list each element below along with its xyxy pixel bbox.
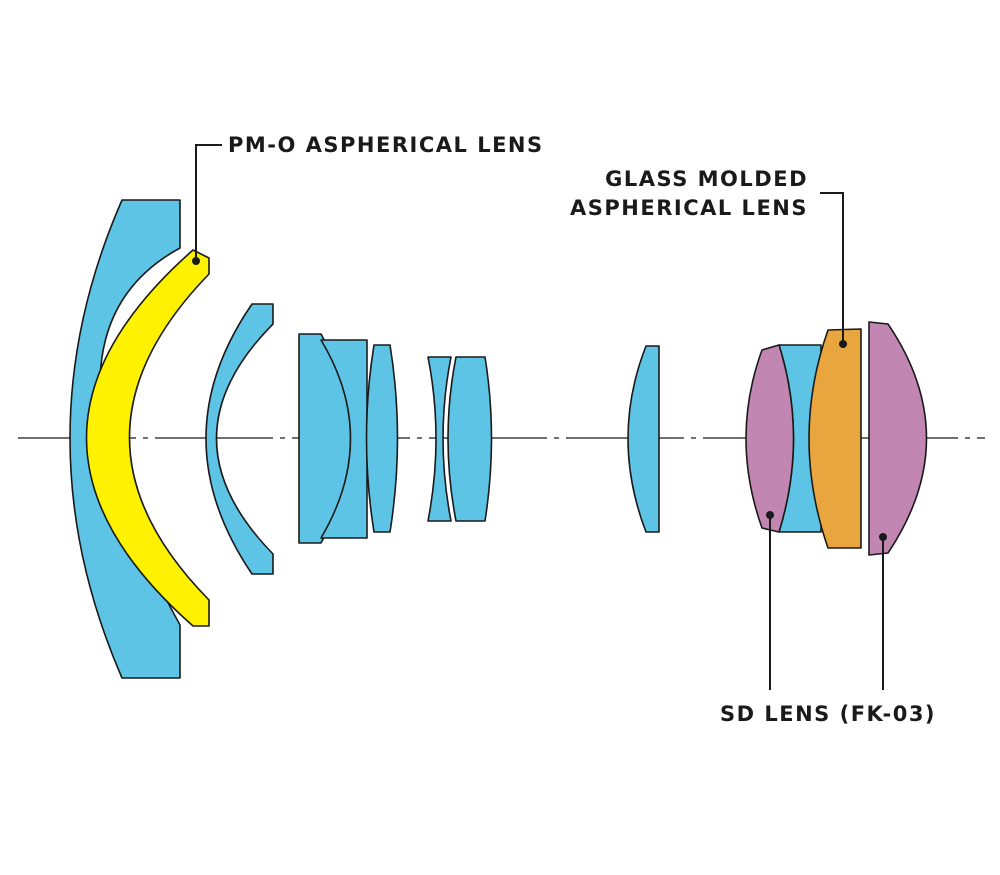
pm-o-leader-line	[195, 144, 222, 261]
sd-lens-leader-dot-right	[879, 533, 887, 541]
lens-element-9	[627, 345, 660, 533]
lens-element-3	[205, 303, 274, 575]
lens-element-6	[365, 344, 399, 533]
lens-element-5	[320, 339, 368, 539]
pm-o-leader-dot	[192, 257, 200, 265]
sd-lens-leader-dot-left	[766, 511, 774, 519]
lens-element-1	[69, 199, 181, 679]
lens-element-12-glass-molded-aspherical	[808, 328, 862, 549]
sd-lens-label: SD LENS (FK-03)	[720, 702, 936, 726]
lens-element-2-pm-o-aspherical	[85, 249, 210, 627]
lens-element-13-sd-lens	[868, 321, 928, 556]
lens-element-7	[427, 356, 452, 522]
lens-element-8	[447, 356, 493, 522]
lens-element-11-sd-lens	[745, 344, 795, 533]
glass-molded-leader-dot	[839, 340, 847, 348]
glass-molded-label-line1: GLASS MOLDED	[605, 167, 808, 191]
glass-molded-leader-line	[820, 192, 844, 344]
pm-o-aspherical-label: PM-O ASPHERICAL LENS	[228, 133, 544, 157]
glass-molded-label-line2: ASPHERICAL LENS	[570, 196, 808, 220]
